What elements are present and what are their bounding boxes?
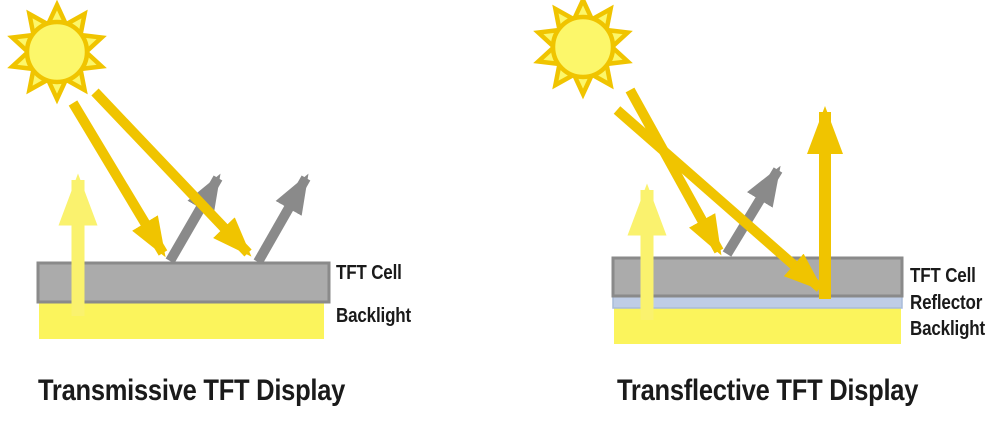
reflected-glare-arrow xyxy=(722,165,783,257)
backlight-layer xyxy=(614,307,901,344)
backlight-label: Backlight xyxy=(910,318,985,340)
reflector-label: Reflector xyxy=(910,292,983,314)
reflected-glare-arrow-1 xyxy=(165,173,223,264)
transflective-caption: Transflective TFT Display xyxy=(617,374,919,407)
sun-icon xyxy=(12,5,101,99)
tft-cell-label: TFT Cell xyxy=(910,265,976,287)
sunlight-arrow-2 xyxy=(613,106,824,292)
reflector-layer xyxy=(612,295,903,309)
sunlight-arrow-1 xyxy=(68,100,168,258)
sun-icon xyxy=(538,0,627,94)
transmissive-diagram xyxy=(12,5,331,339)
tft-cell-layer xyxy=(36,261,331,304)
backlight-label: Backlight xyxy=(336,305,411,327)
backlight-layer xyxy=(39,302,324,339)
tft-cell-layer xyxy=(611,256,904,298)
tft-cell-label: TFT Cell xyxy=(336,262,402,284)
transmissive-caption: Transmissive TFT Display xyxy=(38,374,346,407)
sunlight-arrow-2 xyxy=(91,88,252,257)
reflected-glare-arrow-2 xyxy=(253,173,311,265)
sunlight-arrow-1 xyxy=(625,87,724,256)
transflective-diagram xyxy=(538,0,904,344)
